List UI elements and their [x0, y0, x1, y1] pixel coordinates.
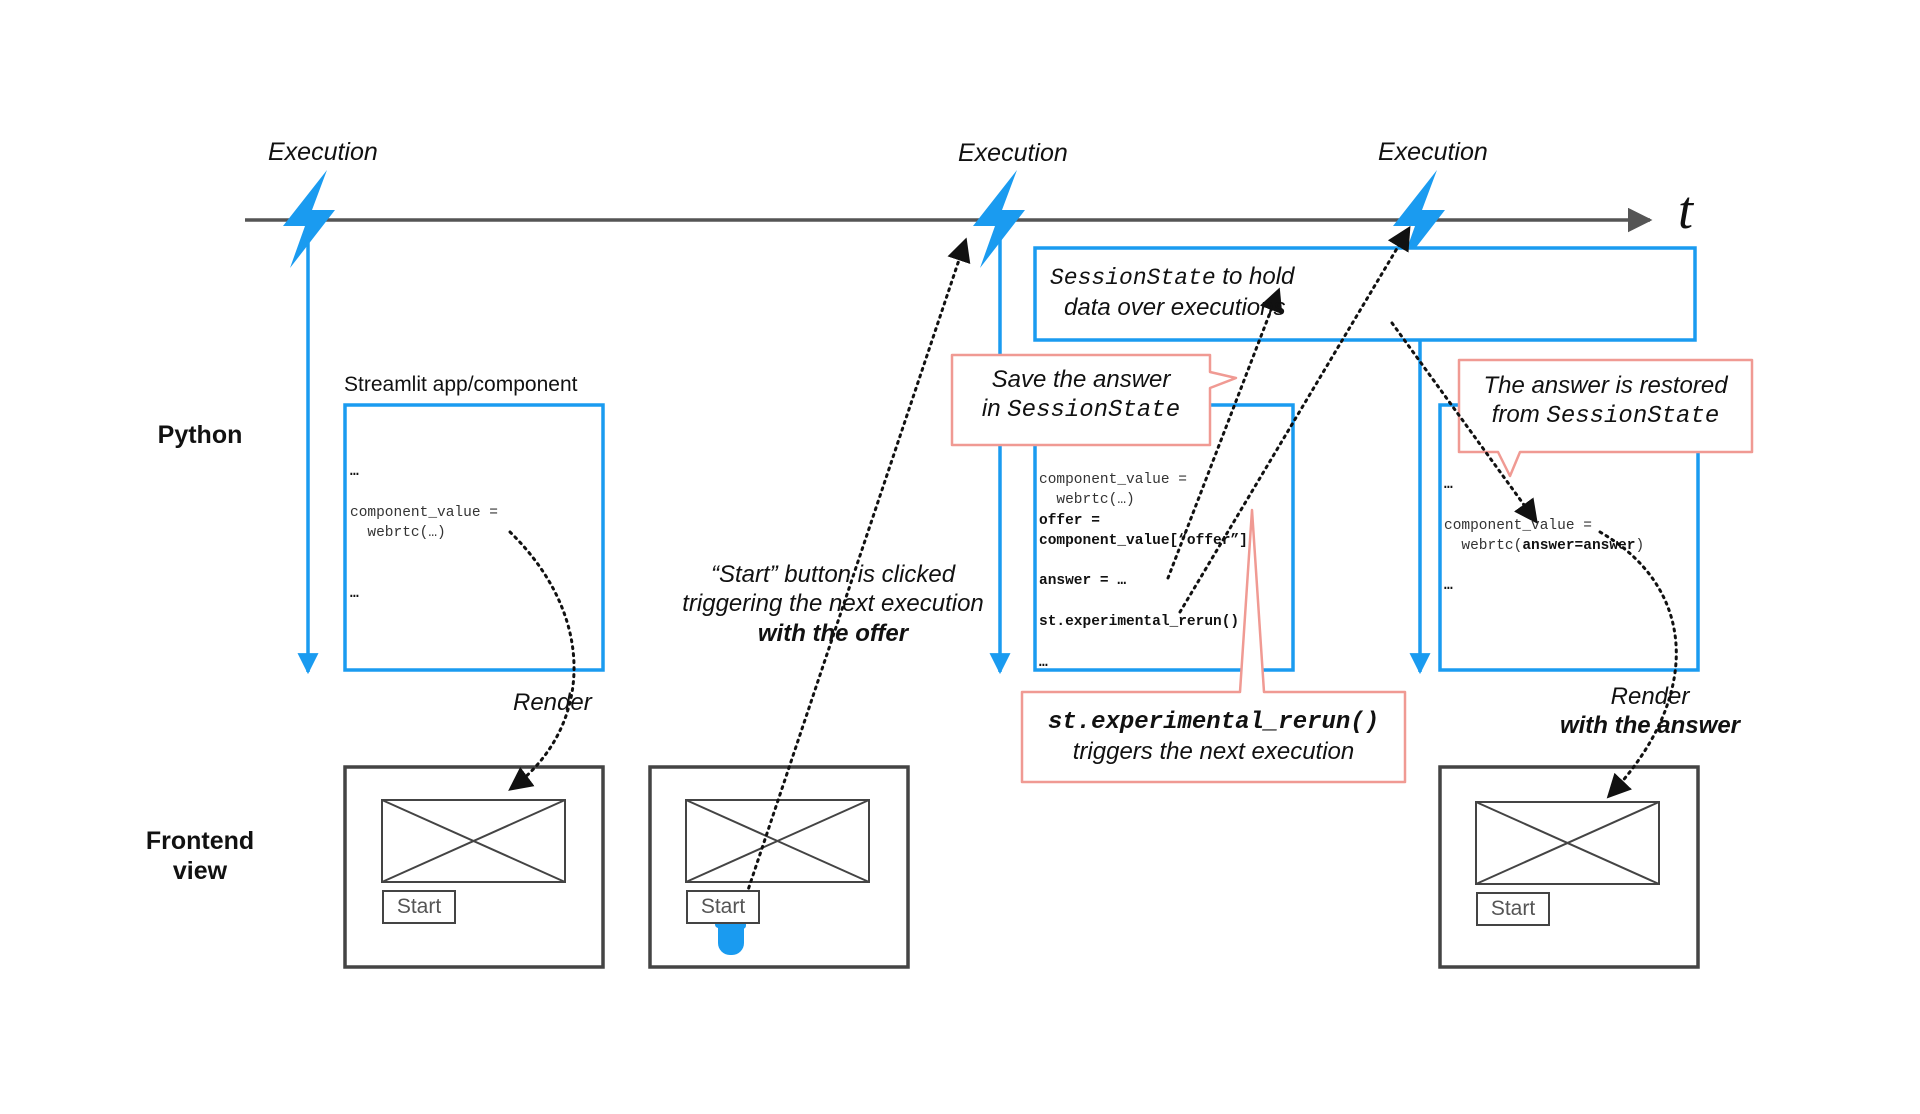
row-label-python: Python [157, 421, 243, 449]
session-state-label: SessionState to hold data over execution… [1050, 263, 1295, 321]
restore-answer-arrow [1390, 321, 1538, 524]
callout-save-text: Save the answer in SessionState [981, 366, 1181, 425]
execution-label-3: Execution [1378, 138, 1488, 166]
video-placeholder [381, 799, 566, 883]
render-note-2: Render with the answer [1559, 683, 1741, 740]
save-answer-arrow [1166, 287, 1283, 580]
click-note: “Start” button is clicked triggering the… [682, 561, 984, 647]
code-snippet-3: … component_value = webrtc(answer=answer… [1444, 477, 1645, 595]
code-snippet-2: component_value = webrtc(…) offer = comp… [1039, 472, 1248, 671]
callout-answer-restored [1457, 358, 1754, 478]
start-button[interactable]: Start [686, 890, 760, 924]
code-block-1 [343, 403, 605, 672]
render-note-1: Render [513, 689, 592, 716]
execution-label-2: Execution [958, 139, 1068, 167]
block-caption: Streamlit app/component [344, 373, 578, 396]
start-button[interactable]: Start [1476, 892, 1550, 926]
callout-rerun-text: st.experimental_rerun() triggers the nex… [1047, 709, 1380, 766]
rerun-trigger-arrow [1178, 225, 1411, 614]
click-trigger-arrow [740, 237, 971, 910]
code-snippet-1: … component_value = webrtc(…) … [350, 464, 498, 602]
render-arrow-2 [1598, 530, 1678, 799]
session-state-box [1033, 246, 1697, 342]
callout-save-answer [950, 353, 1238, 447]
video-placeholder [1475, 801, 1660, 885]
lightning-icon [973, 170, 1025, 268]
start-button[interactable]: Start [382, 890, 456, 924]
execution-label-1: Execution [268, 138, 378, 166]
callout-restore-text: The answer is restored from SessionState [1483, 372, 1728, 431]
time-axis-label: t [1678, 180, 1694, 240]
callout-rerun [1020, 508, 1407, 784]
lightning-icon [1393, 170, 1445, 268]
lightning-icon [283, 170, 335, 268]
frontend-frame-3 [1438, 765, 1700, 969]
